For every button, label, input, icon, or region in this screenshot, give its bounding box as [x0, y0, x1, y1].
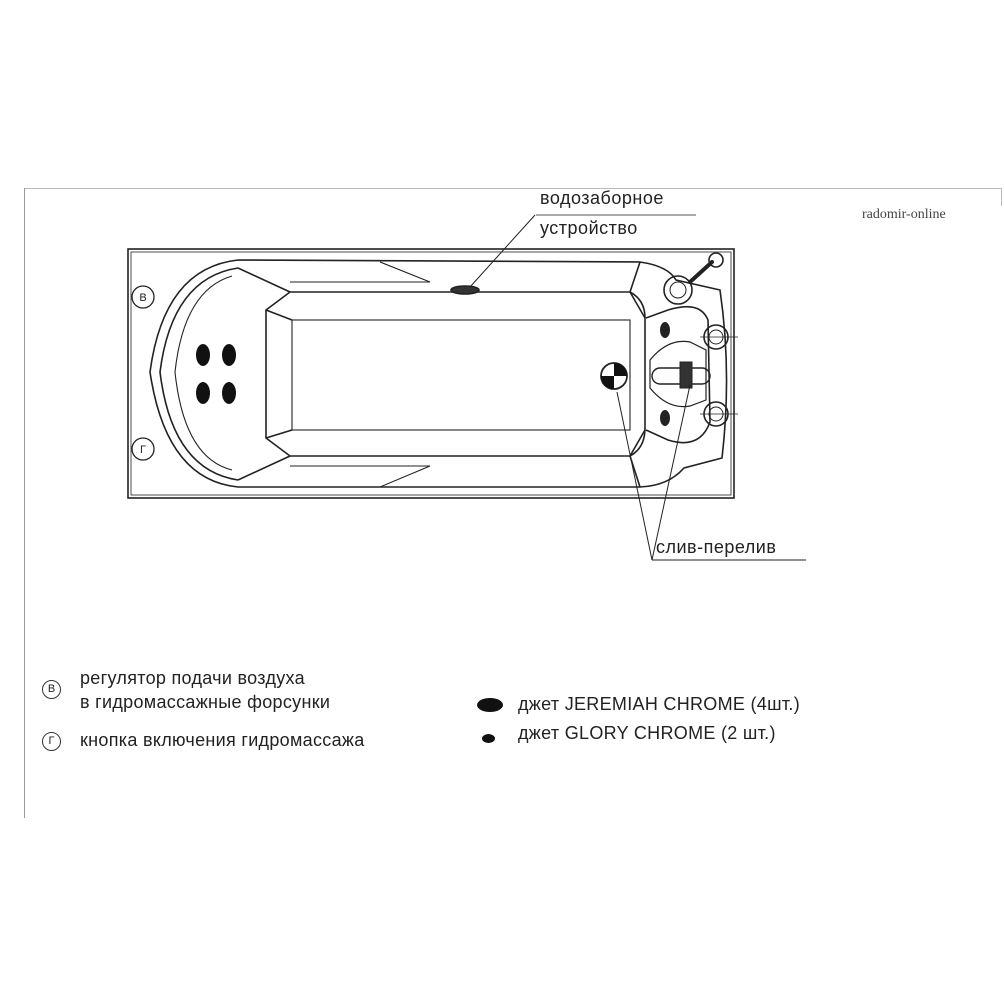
tub-basin-outline	[149, 259, 728, 488]
marker-g-label: Г	[140, 444, 146, 456]
tub-outer-rim-inner	[130, 251, 732, 496]
shower-head	[708, 252, 724, 268]
legend-marker-b-icon: В	[42, 680, 61, 699]
legend-air-regulator-line1: регулятор подачи воздуха	[80, 668, 305, 688]
drain-leader-2	[651, 384, 691, 561]
marker-g-circle	[131, 437, 155, 461]
jet-glory-2	[660, 410, 670, 426]
tub-floor-inner	[291, 319, 631, 431]
legend-jet-jeremiah: джет JEREMIAH CHROME (4шт.)	[518, 694, 801, 714]
marker-b-label: В	[139, 292, 146, 304]
jet-jeremiah-3	[196, 382, 210, 404]
frame-right-line	[1001, 188, 1002, 206]
intake-leader-line	[469, 214, 536, 288]
overflow-valve	[679, 361, 693, 389]
shower-hose	[688, 260, 714, 284]
marker-b-circle	[131, 285, 155, 309]
tub-outer-rim	[127, 248, 735, 499]
drain-label: слив-перелив	[656, 537, 777, 557]
legend-button-label: кнопка включения гидромассажа	[80, 730, 365, 750]
frame-left-line	[24, 188, 25, 818]
intake-label-line2: устройство	[540, 218, 638, 238]
jet-glory-1	[660, 322, 670, 338]
drain-leader-1	[616, 391, 653, 561]
tub-floor	[265, 291, 646, 457]
control-panel-outline	[649, 340, 707, 408]
legend-jet-glory: джет GLORY CHROME (2 шт.)	[518, 723, 776, 743]
headrest-curve-inner	[174, 275, 233, 471]
jet-jeremiah-2	[222, 344, 236, 366]
legend-jet-large-icon	[477, 698, 503, 712]
jet-jeremiah-1	[196, 344, 210, 366]
water-intake-slot	[450, 285, 480, 295]
frame-top-line	[24, 188, 1002, 189]
legend-jet-small-icon	[482, 734, 495, 743]
legend-air-regulator-line2: в гидромассажные форсунки	[80, 692, 331, 712]
tub-foot-end	[645, 305, 711, 444]
intake-label-line1: водозаборное	[540, 188, 664, 208]
jet-jeremiah-4	[222, 382, 236, 404]
headrest-curve-outer	[159, 267, 239, 481]
legend-marker-g-icon: Г	[42, 732, 61, 751]
shower-holder	[663, 275, 693, 305]
watermark: radomir-online	[862, 207, 946, 222]
